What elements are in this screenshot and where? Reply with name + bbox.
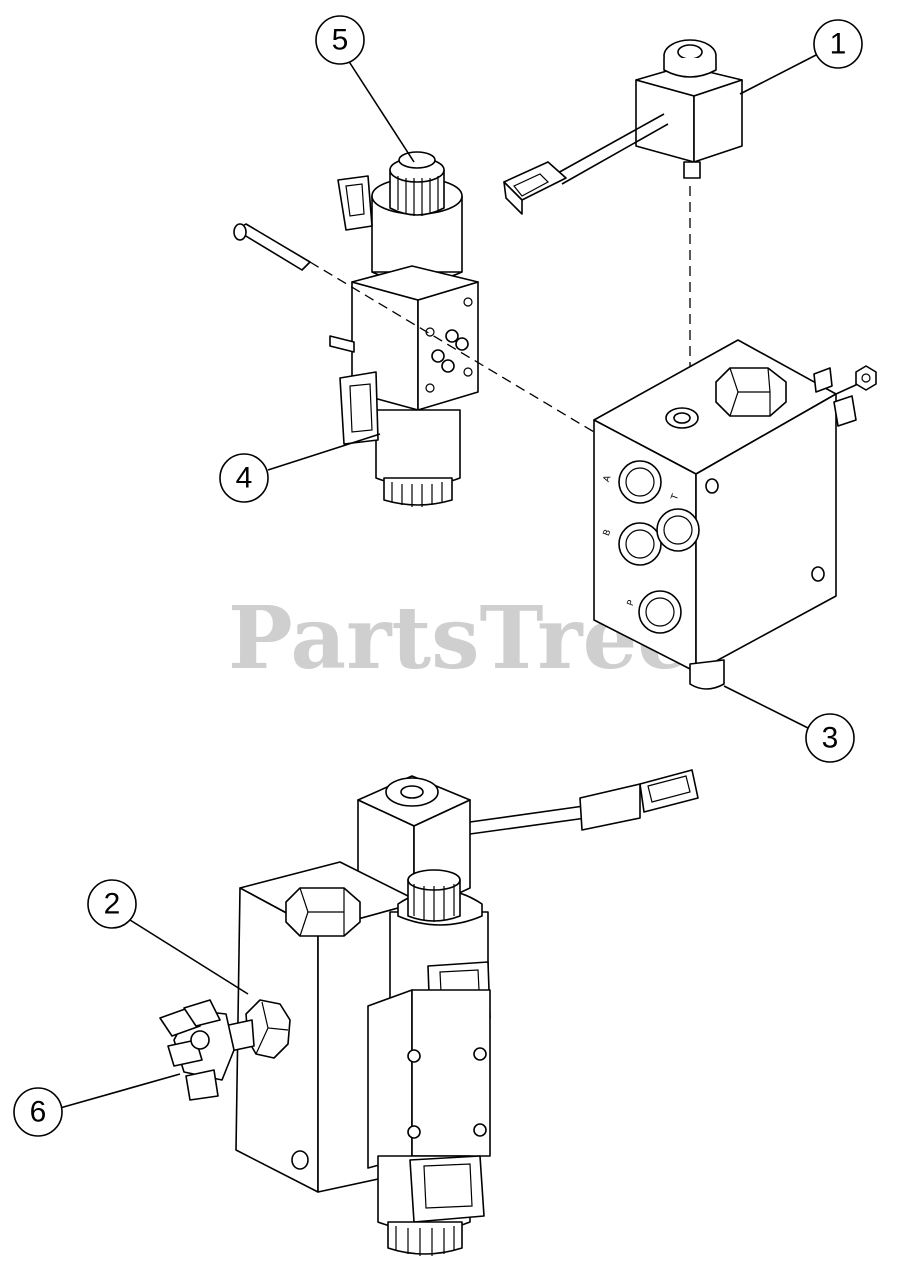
knurled-cap-upper <box>389 151 445 216</box>
leader-line-3 <box>723 685 809 729</box>
callout-label-5: 5 <box>332 24 349 57</box>
port-label-b: B <box>602 528 614 537</box>
connector-upper <box>337 175 373 231</box>
solenoid-coil-part-1[interactable] <box>503 39 743 215</box>
leader-lines <box>59 53 819 1109</box>
assembled-valve-lower[interactable] <box>159 769 699 1256</box>
mounting-bolt <box>233 223 311 271</box>
callout-5[interactable]: 5 <box>315 15 365 65</box>
leader-line-6 <box>59 1073 181 1109</box>
small-bolt <box>329 335 355 353</box>
leader-line-1 <box>739 53 819 95</box>
solenoid-valve-assembly-top[interactable] <box>233 151 479 507</box>
leader-line-2 <box>129 919 249 995</box>
callout-label-2: 2 <box>104 888 121 921</box>
leader-line-4 <box>267 433 381 471</box>
port-label-a: A <box>602 473 614 483</box>
port-label-p: P <box>626 598 637 607</box>
callout-2[interactable]: 2 <box>87 879 137 929</box>
callout-1[interactable]: 1 <box>813 19 863 69</box>
callout-label-1: 1 <box>830 28 847 61</box>
callout-label-4: 4 <box>236 462 253 495</box>
port-label-t: T <box>670 492 682 502</box>
adjustment-knob-part-6 <box>159 999 235 1101</box>
callout-6[interactable]: 6 <box>13 1087 63 1137</box>
leader-line-5 <box>347 59 415 163</box>
callout-3[interactable]: 3 <box>805 713 855 763</box>
alignment-line-4 <box>309 261 595 433</box>
callout-label-6: 6 <box>30 1096 47 1129</box>
manifold-block-part-3[interactable]: A B T P <box>593 339 877 690</box>
callout-label-3: 3 <box>822 722 839 755</box>
lower-coil <box>339 371 461 507</box>
callout-4[interactable]: 4 <box>219 453 269 503</box>
